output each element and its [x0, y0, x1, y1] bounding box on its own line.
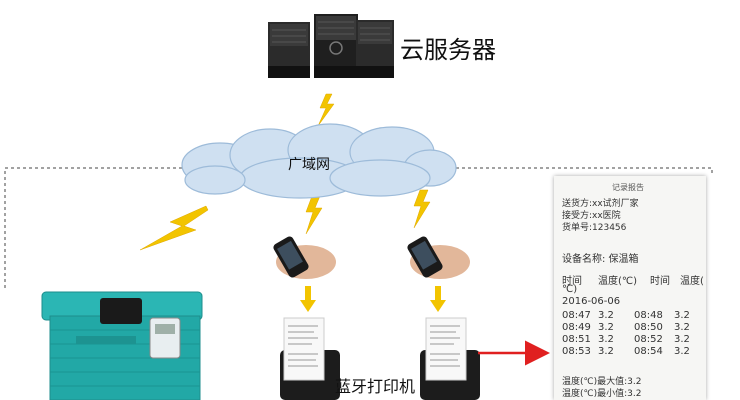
receipt-cell: 3.2	[674, 346, 690, 357]
receipt-cell: 08:54	[634, 346, 663, 357]
down-arrow-icon	[300, 286, 316, 312]
receipt-unit-wrap: ℃)	[562, 284, 578, 295]
receipt-cell: 08:48	[634, 310, 663, 321]
receipt-date: 2016-06-06	[562, 296, 621, 307]
lightning-icon	[317, 93, 335, 127]
receipt-cell: 3.2	[598, 334, 614, 345]
receipt-min: 温度(℃)最小值:3.2	[562, 389, 642, 399]
receipt: 记录报告 送货方:xx试剂厂家 接受方:xx医院 货单号:123456 设备名称…	[554, 176, 706, 400]
receipt-max: 温度(℃)最大值:3.2	[562, 377, 642, 387]
receipt-cell: 08:50	[634, 322, 663, 333]
receipt-waybill: 货单号:123456	[562, 223, 627, 233]
receipt-header: 温度(℃)	[598, 276, 638, 287]
receipt-cell: 3.2	[674, 322, 690, 333]
down-arrow-icon	[430, 286, 446, 312]
receipt-title: 记录报告	[612, 183, 644, 192]
receipt-header: 时间	[562, 276, 582, 287]
printer-label: 蓝牙打印机	[335, 377, 416, 396]
receipt-cell: 3.2	[598, 322, 614, 333]
receipt-cell: 3.2	[598, 310, 614, 321]
receipt-receiver: 接受方:xx医院	[562, 211, 621, 221]
receipt-cell: 08:47	[562, 310, 591, 321]
server-label: 云服务器	[400, 36, 496, 64]
phone-icon	[407, 236, 470, 279]
cloud-icon	[181, 123, 457, 199]
dashed-connectors	[4, 167, 713, 290]
printer-icon	[420, 317, 480, 400]
receipt-device: 设备名称: 保温箱	[562, 254, 639, 265]
lightning-icon	[413, 189, 431, 229]
receipt-sender: 送货方:xx试剂厂家	[562, 199, 639, 209]
receipt-cell: 08:51	[562, 334, 591, 345]
receipt-cell: 08:49	[562, 322, 591, 333]
receipt-cell: 3.2	[674, 310, 690, 321]
receipt-cell: 3.2	[598, 346, 614, 357]
printer-icon	[280, 317, 340, 400]
receipt-cell: 08:52	[634, 334, 663, 345]
server-icon	[268, 14, 394, 78]
phone-icon	[273, 236, 336, 279]
lightning-icon	[139, 205, 209, 251]
receipt-header: 时间	[650, 276, 670, 287]
receipt-header: 温度(	[680, 276, 704, 287]
cooler-box-icon	[41, 291, 203, 400]
receipt-cell: 08:53	[562, 346, 591, 357]
wan-label: 广域网	[288, 157, 330, 173]
lightning-icon	[305, 195, 323, 235]
receipt-cell: 3.2	[674, 334, 690, 345]
